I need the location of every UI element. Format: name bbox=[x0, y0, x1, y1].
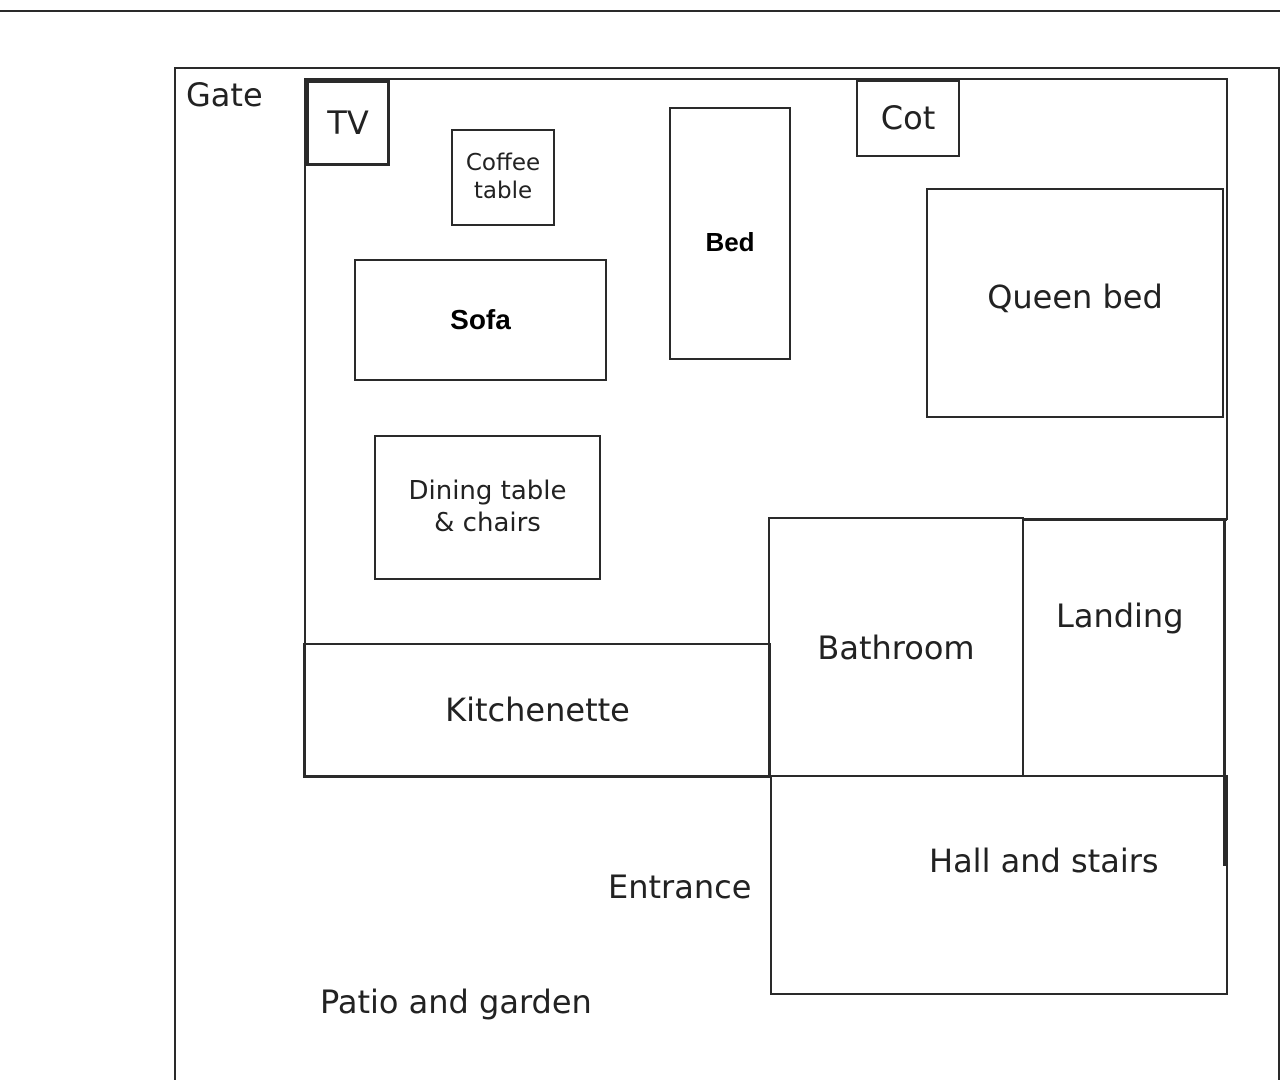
landing-wall-top bbox=[1022, 518, 1227, 521]
dining-table: Dining table & chairs bbox=[374, 435, 601, 580]
gate-label: Gate bbox=[186, 76, 263, 114]
hall-and-stairs: Hall and stairs bbox=[770, 775, 1228, 995]
entrance-label: Entrance bbox=[608, 868, 752, 906]
tv: TV bbox=[306, 80, 390, 166]
landing-label: Landing bbox=[1056, 597, 1184, 635]
cot: Cot bbox=[856, 80, 960, 157]
room-wall-top bbox=[304, 78, 1228, 80]
bathroom: Bathroom bbox=[768, 517, 1024, 777]
sofa: Sofa bbox=[354, 259, 607, 381]
garden-boundary-top bbox=[174, 67, 1280, 69]
landing-wall-right bbox=[1223, 518, 1226, 866]
patio-and-garden-label: Patio and garden bbox=[320, 983, 592, 1021]
garden-boundary-right bbox=[1278, 67, 1280, 1080]
room-wall-left bbox=[304, 78, 306, 646]
coffee-table: Coffee table bbox=[451, 129, 555, 226]
kitchenette: Kitchenette bbox=[303, 643, 771, 778]
bed: Bed bbox=[669, 107, 791, 360]
top-rule bbox=[0, 10, 1280, 12]
garden-boundary-left bbox=[174, 67, 176, 1080]
queen-bed: Queen bed bbox=[926, 188, 1224, 418]
room-wall-right bbox=[1226, 78, 1228, 520]
